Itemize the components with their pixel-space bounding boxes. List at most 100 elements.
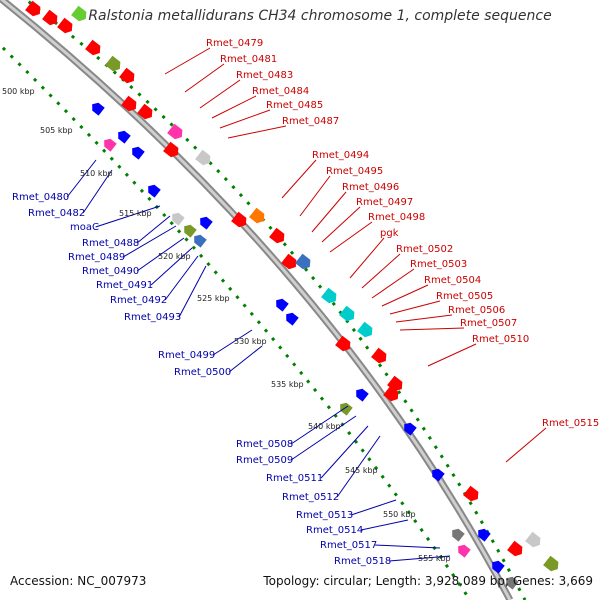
kbp-tick-label: 525 kbp	[197, 294, 230, 303]
reverse-gene-feature	[118, 130, 131, 144]
kbp-tick-label: 500 kbp	[2, 87, 35, 96]
leader-line	[311, 191, 347, 233]
forward-gene-feature	[163, 141, 179, 158]
leader-line	[389, 300, 441, 315]
reverse-gene-label: Rmet_0493	[124, 312, 181, 323]
reverse-gene-feature	[432, 468, 445, 482]
forward-gene-feature	[121, 95, 137, 112]
leader-line	[219, 109, 271, 129]
reverse-gene-feature	[452, 528, 465, 542]
reverse-gene-label: Rmet_0488	[82, 238, 139, 249]
reverse-gene-label: Rmet_0490	[82, 266, 139, 277]
reverse-gene-label: Rmet_0499	[158, 350, 215, 361]
forward-gene-label: Rmet_0503	[410, 259, 467, 270]
forward-gene-feature	[25, 0, 41, 17]
leader-line	[299, 175, 331, 217]
forward-gene-feature	[71, 5, 87, 22]
leader-line	[505, 427, 547, 463]
reverse-gene-label: Rmet_0512	[282, 492, 339, 503]
reverse-gene-label: Rmet_0492	[110, 295, 167, 306]
forward-gene-feature	[281, 253, 297, 270]
leader-line	[178, 265, 207, 318]
forward-gene-feature	[463, 485, 479, 502]
forward-gene-label: Rmet_0504	[424, 275, 481, 286]
reverse-gene-label: Rmet_0511	[266, 473, 323, 484]
reverse-gene-feature	[172, 212, 185, 226]
forward-gene-label: Rmet_0479	[206, 38, 263, 49]
forward-gene-feature	[105, 55, 121, 72]
leader-line	[427, 343, 477, 367]
leader-line	[150, 247, 193, 286]
leader-line	[95, 205, 161, 228]
leader-line	[320, 425, 369, 479]
reverse-gene-labels: Rmet_0480Rmet_0482moaCRmet_0488Rmet_0489…	[12, 192, 391, 567]
forward-gene-label: Rmet_0502	[396, 244, 453, 255]
reverse-gene-label: Rmet_0482	[28, 208, 85, 219]
leader-line	[321, 206, 361, 243]
leader-line	[381, 284, 429, 307]
forward-gene-feature	[295, 253, 311, 270]
forward-gene-feature	[57, 17, 73, 34]
accession-text: Accession: NC_007973	[10, 574, 147, 588]
kbp-tick-label: 520 kbp	[158, 252, 191, 261]
forward-gene-feature	[387, 375, 403, 392]
forward-gene-label: Rmet_0481	[220, 54, 277, 65]
leader-line	[336, 435, 381, 498]
reverse-gene-label: Rmet_0518	[334, 556, 391, 567]
forward-gene-label: Rmet_0485	[266, 100, 323, 111]
reverse-gene-label: Rmet_0513	[296, 510, 353, 521]
leader-line	[329, 221, 373, 253]
leader-line	[199, 79, 241, 109]
leader-line	[212, 329, 253, 356]
reverse-gene-feature	[478, 528, 491, 542]
forward-gene-feature	[167, 123, 183, 140]
reverse-gene-feature	[492, 560, 505, 574]
reverse-gene-feature	[506, 576, 519, 590]
forward-gene-label: Rmet_0506	[448, 305, 505, 316]
leader-line	[389, 555, 451, 562]
leader-line	[350, 499, 397, 516]
kbp-tick-label: 540 kbp	[308, 422, 341, 431]
kbp-tick-label: 530 kbp	[234, 337, 267, 346]
forward-gene-label: Rmet_0496	[342, 182, 399, 193]
kbp-tick-label: 550 kbp	[383, 510, 416, 519]
forward-gene-feature	[137, 103, 153, 120]
reverse-gene-feature	[132, 146, 145, 160]
forward-gene-feature	[339, 305, 355, 322]
reverse-gene-feature	[286, 312, 299, 326]
leader-line	[164, 47, 211, 75]
leader-line	[290, 415, 357, 461]
forward-gene-label: pgk	[380, 228, 399, 239]
forward-gene-feature	[119, 67, 135, 84]
forward-gene-feature	[195, 149, 211, 166]
leader-line	[371, 268, 415, 299]
leader-line	[227, 125, 287, 139]
reverse-gene-label: Rmet_0509	[236, 455, 293, 466]
label-leader-lines	[66, 47, 547, 562]
reverse-gene-label: Rmet_0508	[236, 439, 293, 450]
forward-gene-feature	[335, 335, 351, 352]
leader-line	[361, 253, 401, 289]
forward-gene-label: Rmet_0487	[282, 116, 339, 127]
forward-gene-label: Rmet_0498	[368, 212, 425, 223]
backbone-inner	[0, 0, 512, 600]
kbp-tick-label: 535 kbp	[271, 380, 304, 389]
reverse-gene-feature	[200, 216, 213, 230]
forward-gene-feature	[269, 227, 285, 244]
forward-gene-feature	[357, 321, 373, 338]
reverse-gene-feature	[104, 138, 117, 152]
forward-gene-label: Rmet_0484	[252, 86, 309, 97]
leader-line	[211, 95, 257, 119]
leader-line	[164, 255, 199, 301]
forward-gene-feature	[249, 207, 265, 224]
leader-line	[184, 63, 225, 93]
forward-gene-feature	[371, 347, 387, 364]
forward-gene-label: Rmet_0507	[460, 318, 517, 329]
forward-gene-label: Rmet_0510	[472, 334, 529, 345]
leader-line	[136, 237, 185, 272]
forward-gene-label: Rmet_0497	[356, 197, 413, 208]
reverse-gene-label: Rmet_0517	[320, 540, 377, 551]
forward-gene-label: Rmet_0495	[326, 166, 383, 177]
reverse-gene-feature	[458, 544, 471, 558]
